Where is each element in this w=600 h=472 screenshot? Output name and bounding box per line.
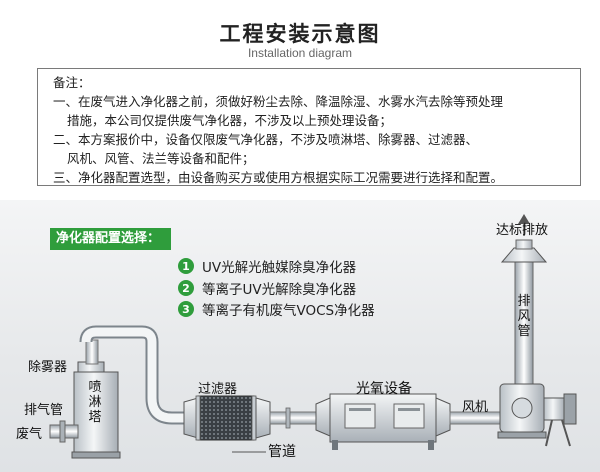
config-option-2: 2 等离子UV光解除臭净化器 (178, 278, 356, 298)
spray-tower (71, 361, 121, 459)
note-line-1: 一、在废气进入净化器之前，须做好粉尘去除、降温除湿、水雾水汽去除等预处理 (53, 94, 504, 109)
config-selection-label: 净化器配置选择： (50, 228, 171, 250)
page-subtitle: Installation diagram (247, 46, 353, 60)
config-option-1-text: UV光解光触媒除臭净化器 (202, 260, 357, 276)
exhaust-pipe-label: 排气管 (24, 403, 64, 418)
exhaust-duct-label: 排风管 (517, 294, 531, 339)
config-option-3: 3 等离子有机废气VOCS净化器 (178, 299, 375, 319)
demister-label: 除雾器 (28, 360, 68, 375)
number-badge-2: 2 (178, 280, 194, 296)
number-badge-3: 3 (178, 301, 194, 317)
duct-to-filter (79, 325, 184, 425)
notes-box: 备注： 一、在废气进入净化器之前，须做好粉尘去除、降温除湿、水雾水汽去除等预处理… (37, 68, 581, 186)
config-option-1: 1 UV光解光触媒除臭净化器 (178, 256, 356, 276)
note-line-3: 三、净化器配置选型，由设备购买方或使用方根据实际工况需要进行选择和配置。 (53, 170, 504, 185)
note-line-2: 二、本方案报价中，设备仅限废气净化器，不涉及喷淋塔、除雾器、过滤器、 (53, 132, 479, 147)
photo-oxygen-label: 光氧设备 (356, 381, 412, 397)
duct-label: 管道 (268, 444, 296, 460)
discharge-label: 达标排放 (496, 223, 549, 238)
number-badge-1: 1 (178, 258, 194, 274)
page-title: 工程安装示意图 (219, 22, 381, 46)
config-option-3-text: 等离子有机废气VOCS净化器 (202, 303, 375, 319)
exhaust-stack (500, 214, 548, 387)
config-option-2-text: 等离子UV光解除臭净化器 (202, 282, 357, 298)
spray-tower-label: 喷淋塔 (88, 380, 102, 425)
fan-label: 风机 (462, 400, 489, 415)
filter-label: 过滤器 (198, 382, 238, 397)
waste-gas-label: 废气 (16, 427, 43, 442)
duct-middle (269, 407, 317, 429)
note-line-2-cont: 风机、风管、法兰等设备和配件； (67, 151, 255, 166)
photo-oxygen-unit (315, 393, 451, 450)
inlet-pipe (49, 420, 79, 443)
fan-unit (497, 383, 577, 447)
filter-unit (183, 395, 271, 441)
notes-heading: 备注： (53, 75, 91, 90)
note-line-1-cont: 措施，本公司仅提供废气净化器，不涉及以上预处理设备； (67, 113, 393, 128)
